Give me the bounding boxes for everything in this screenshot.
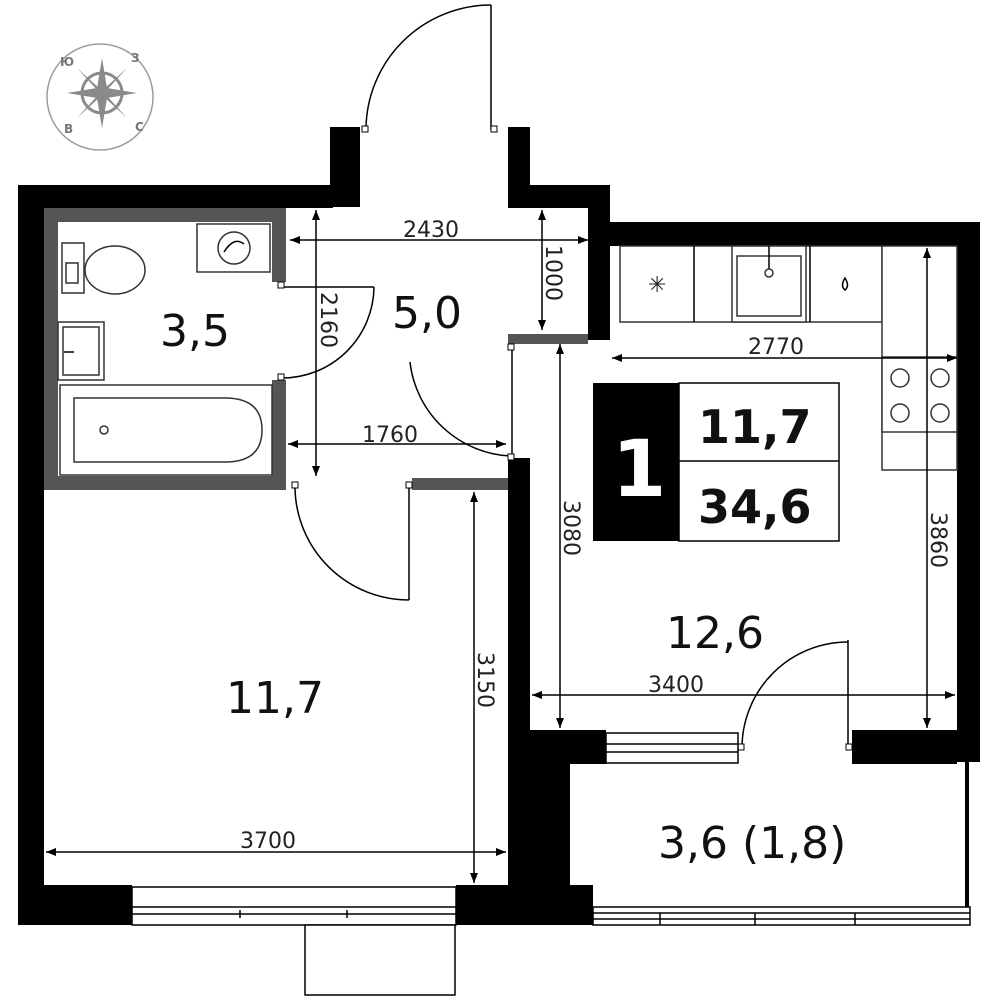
partition-bath-bottom [44, 476, 284, 490]
kitchen-window-icon [605, 732, 739, 764]
compass-north-label: З [131, 51, 140, 65]
room-area-hall: 5,0 [392, 288, 462, 339]
compass-east-label: С [135, 120, 144, 134]
dim-label-1760: 1760 [362, 423, 418, 448]
room-area-kitchen: 12,6 [666, 608, 764, 659]
bathtub-icon [59, 384, 273, 476]
room-area-balcony: 3,6 (1,8) [658, 818, 846, 869]
wall-top-left [18, 185, 333, 208]
entry-door-icon [361, 4, 498, 133]
bedroom-door-icon [291, 481, 413, 601]
wall-bottom-left [18, 885, 132, 925]
air-conditioner-icon [304, 924, 456, 996]
wall-kitchen-bottom-right [852, 730, 957, 764]
dim-label-2160: 2160 [315, 292, 340, 348]
compass-west-label: Ю [60, 55, 74, 69]
dim-label-3400: 3400 [648, 673, 704, 698]
compass-south-label: В [64, 122, 73, 136]
bedroom-window-icon [131, 886, 457, 926]
dim-label-1000: 1000 [540, 245, 565, 301]
kitchen-door-icon [409, 343, 515, 461]
partition-bath-top [44, 208, 284, 222]
wall-entry-left [330, 127, 360, 207]
doors [277, 4, 853, 751]
dim-label-3150: 3150 [472, 652, 497, 708]
badge-areas-box [678, 382, 840, 542]
bath-sink-icon [57, 321, 105, 381]
room-area-bedroom: 11,7 [226, 673, 324, 724]
exterior-walls [18, 127, 980, 925]
partitions [44, 208, 588, 490]
badge-rooms-count: 1 [612, 425, 666, 515]
wall-kitchen-bottom-left [570, 730, 606, 764]
wall-left [18, 185, 44, 905]
fridge-icon: ✳ [648, 273, 666, 298]
wall-central [508, 458, 530, 733]
kitchen-counter: ✳ [619, 245, 958, 471]
badge-rooms-box [593, 383, 679, 541]
toilet-icon [61, 242, 146, 295]
partition-bath-right-upper [272, 208, 286, 282]
compass-star-icon [67, 58, 137, 128]
wall-bottom-middle [456, 885, 593, 925]
balcony-glazing-icon [592, 906, 971, 926]
bath-door-icon [277, 281, 375, 381]
apartment-badge: 1 11,7 34,6 [593, 382, 840, 542]
fixtures: ✳ [57, 223, 958, 476]
balcony-right-rail [965, 762, 969, 912]
dimension-lines [46, 210, 957, 883]
windows [131, 732, 971, 996]
partition-bath-left [44, 208, 58, 480]
wall-top-kitchen [610, 222, 980, 246]
dim-label-2770: 2770 [748, 335, 804, 360]
room-area-bathroom: 3,5 [160, 306, 230, 357]
badge-total-area: 34,6 [698, 480, 812, 534]
dimension-labels: 2430 1000 2160 2770 1760 3080 3860 3150 … [240, 218, 950, 854]
dim-label-3700: 3700 [240, 829, 296, 854]
partition-bath-right-lower [272, 380, 286, 490]
partition-hall-kitchen [508, 334, 588, 344]
room-labels: 3,5 5,0 11,7 12,6 3,6 (1,8) [160, 288, 846, 869]
wall-right [957, 222, 980, 762]
wall-top-hall [508, 185, 610, 208]
wall-hall-right [588, 185, 610, 340]
badge-living-area: 11,7 [698, 400, 812, 454]
compass: Ю З В С [46, 43, 154, 151]
dim-label-3860: 3860 [925, 512, 950, 568]
washing-machine-icon [196, 223, 271, 273]
water-drop-icon [841, 276, 849, 291]
wall-central-bottom [508, 730, 570, 905]
dim-label-2430: 2430 [403, 218, 459, 243]
compass-ring-icon [46, 43, 154, 151]
partition-bedroom-top [412, 478, 508, 490]
dim-label-3080: 3080 [558, 500, 583, 556]
